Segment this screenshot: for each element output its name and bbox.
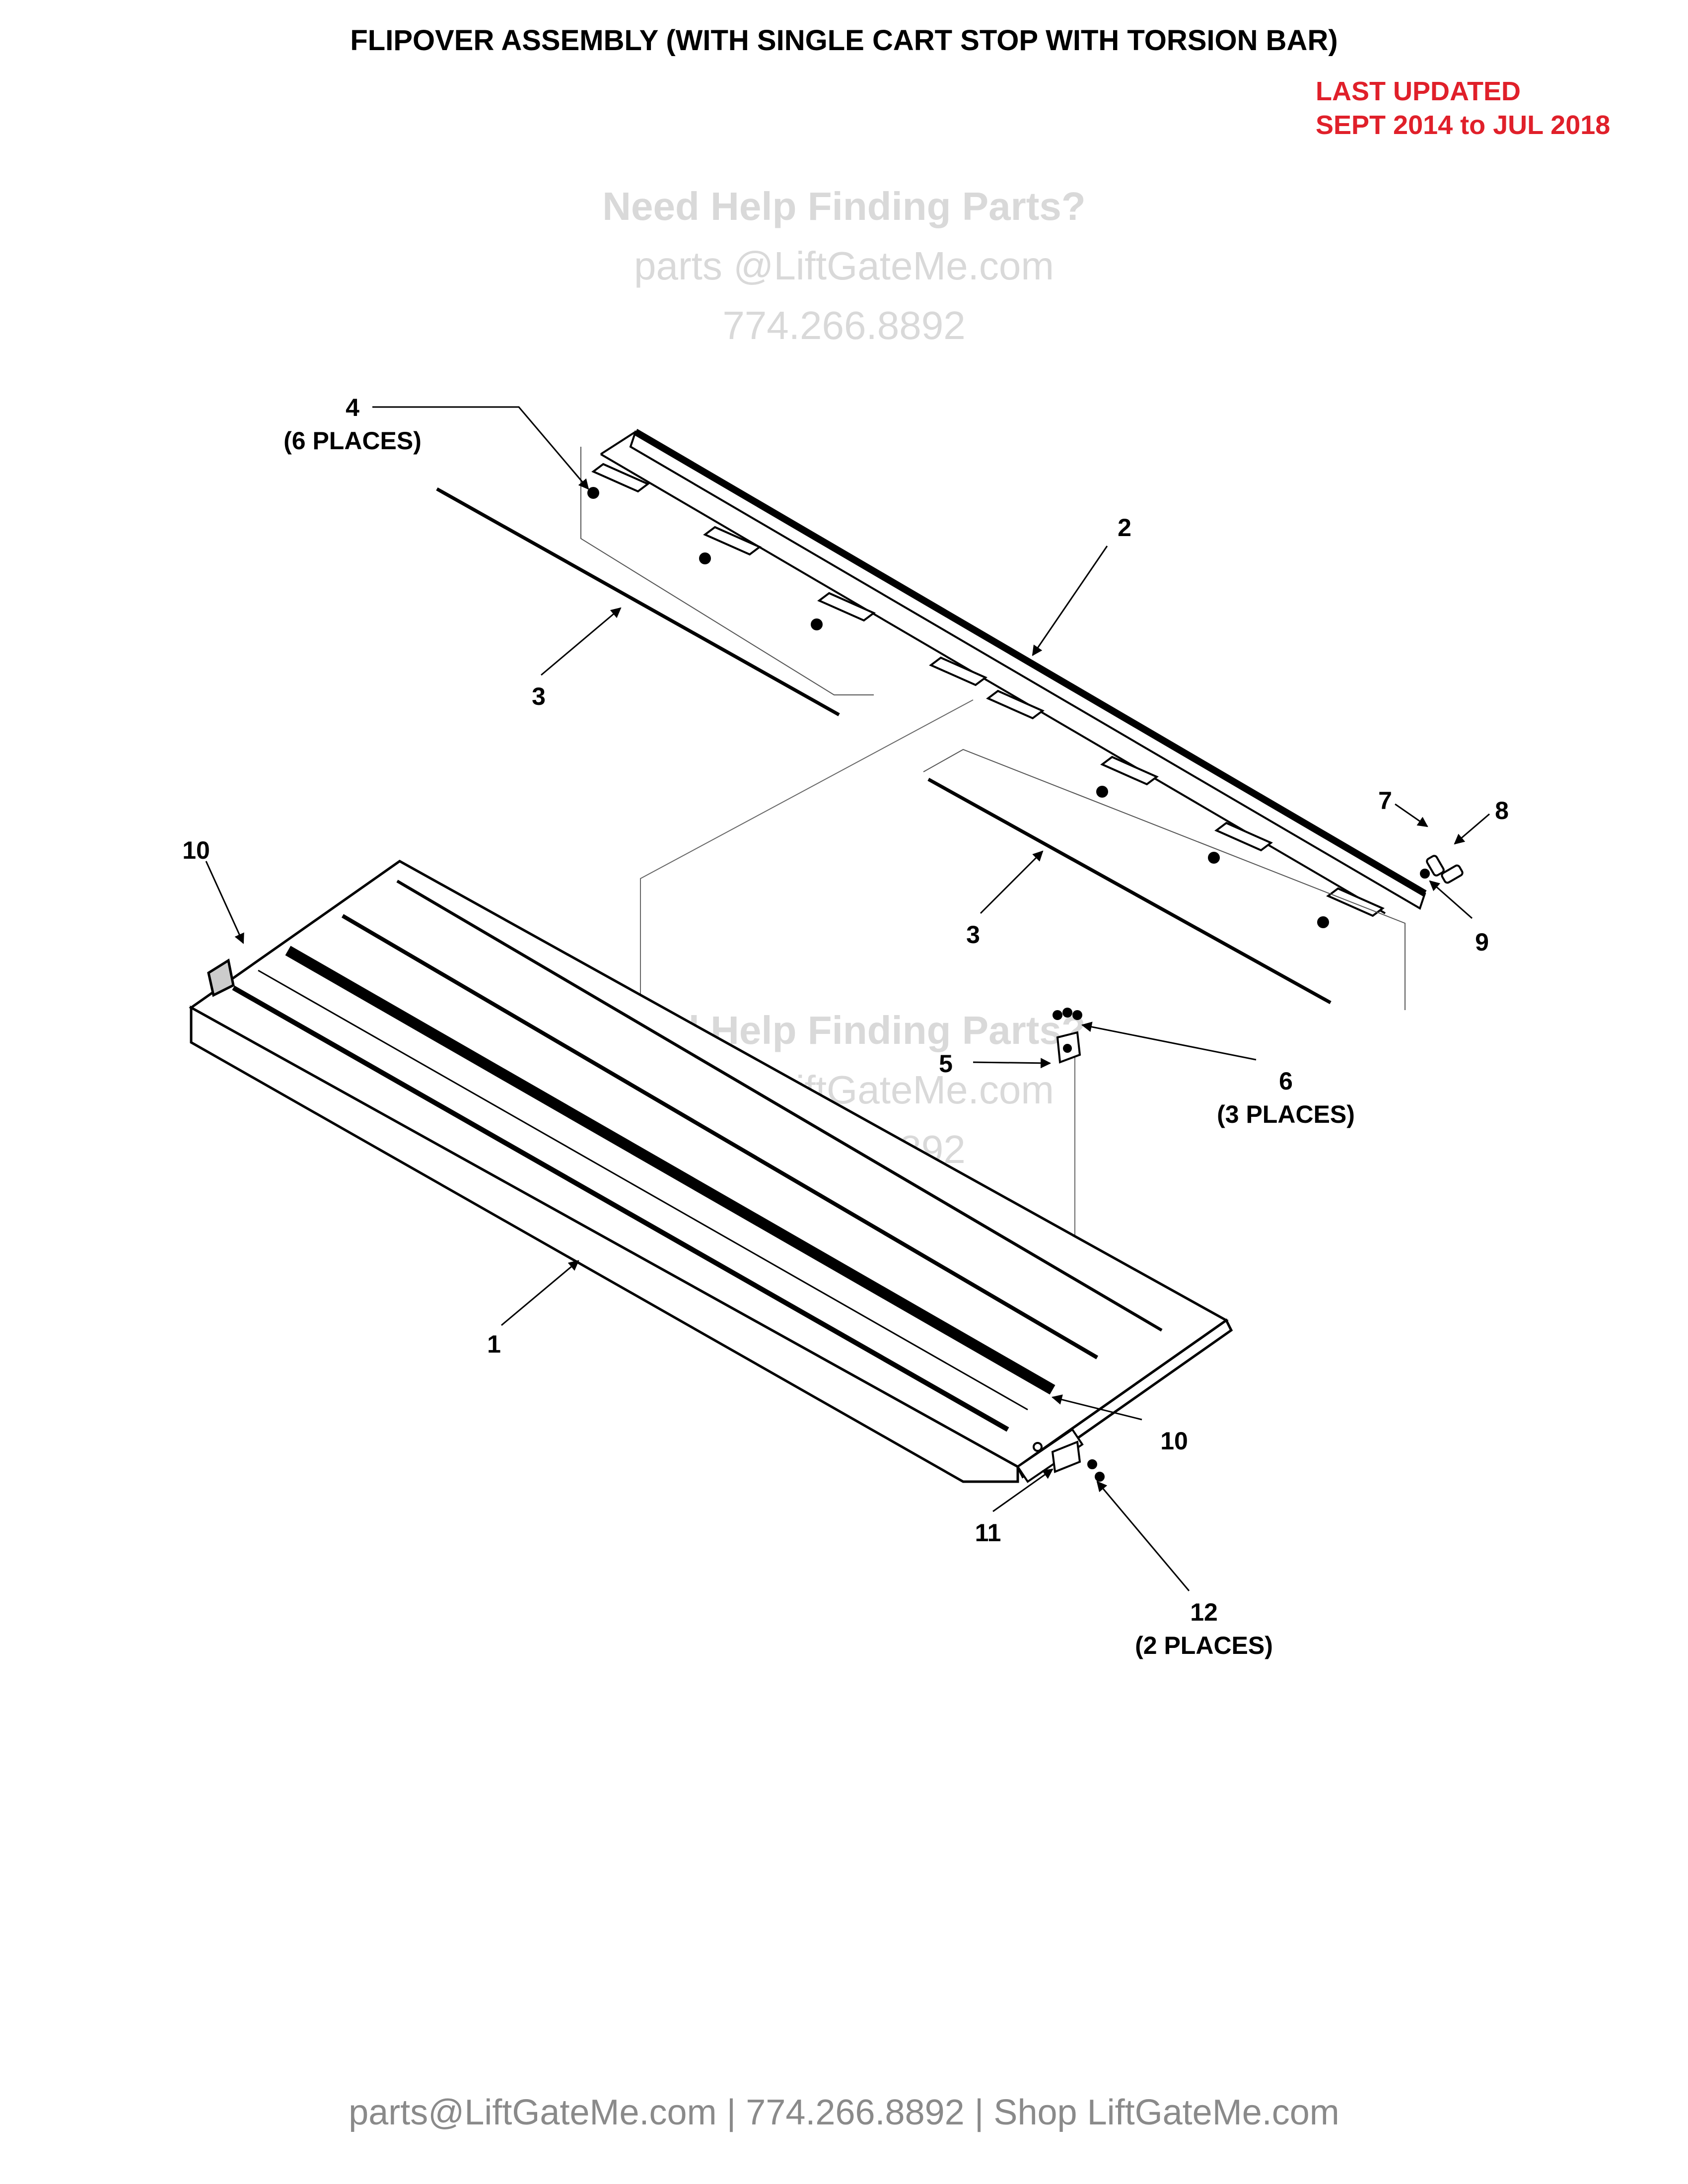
platform-ribs: [232, 880, 1163, 1432]
leader-4: [372, 406, 589, 490]
bracket-part-11: [1051, 1440, 1105, 1482]
hinge-rod-lower-part-3: [923, 749, 1406, 1010]
callout-5: 5: [939, 1050, 953, 1078]
callout-12: 12: [1190, 1598, 1218, 1626]
callout-6-places: (3 PLACES): [1217, 1100, 1355, 1128]
leader-11: [992, 1468, 1054, 1512]
callout-2: 2: [1118, 514, 1131, 542]
leader-12: [1096, 1481, 1190, 1591]
leader-7: [1395, 803, 1428, 827]
hinge-bolts-part-4: [587, 487, 1329, 928]
platform-side-plate: [1016, 1428, 1084, 1483]
hinge-rod-upper-part-3: [436, 447, 874, 717]
torsion-hardware-parts-7-8-9: [1420, 855, 1464, 884]
callout-11: 11: [975, 1519, 1001, 1547]
callout-labels: 4 (6 PLACES) 2 3 3 7 8 9 10 10 5 6 (3 PL…: [182, 394, 1509, 1659]
leader-3-lower: [980, 850, 1044, 914]
callout-7: 7: [1378, 787, 1392, 815]
leader-10-left: [205, 861, 244, 944]
callout-6: 6: [1279, 1067, 1293, 1095]
cart-stop-part-5: [1056, 1031, 1081, 1064]
hinge-bar-part-2: [600, 428, 1427, 914]
leader-9: [1429, 880, 1473, 919]
callout-9: 9: [1475, 928, 1489, 956]
callout-8: 8: [1495, 797, 1509, 824]
leader-1: [501, 1260, 579, 1326]
callout-4: 4: [346, 394, 359, 421]
watermark-email-top: parts @LiftGateMe.com: [634, 244, 1054, 288]
callout-12-places: (2 PLACES): [1135, 1632, 1273, 1659]
leader-3-upper: [541, 607, 622, 676]
watermark-help-top: Need Help Finding Parts?: [602, 184, 1086, 228]
leader-8: [1454, 813, 1490, 845]
callout-10-right: 10: [1160, 1427, 1188, 1455]
page-title: FLIPOVER ASSEMBLY (WITH SINGLE CART STOP…: [350, 24, 1338, 57]
last-updated-range: SEPT 2014 to JUL 2018: [1316, 110, 1611, 140]
callout-1: 1: [487, 1330, 501, 1358]
leader-5: [973, 1058, 1052, 1069]
last-updated-label: LAST UPDATED: [1316, 76, 1521, 106]
last-updated-note: LAST UPDATED SEPT 2014 to JUL 2018: [1316, 74, 1610, 142]
leader-10-right: [1051, 1394, 1142, 1421]
watermark-phone-top: 774.266.8892: [722, 303, 966, 347]
leader-lines: [205, 406, 1490, 1591]
callout-10-left: 10: [182, 836, 210, 864]
leader-6: [1081, 1022, 1257, 1061]
cart-stop-bolts-part-6: [1053, 1008, 1082, 1020]
leader-2: [1032, 546, 1108, 656]
callout-3-upper: 3: [532, 682, 546, 710]
callout-4-places: (6 PLACES): [283, 427, 422, 455]
callout-3-lower: 3: [966, 921, 980, 949]
hinge-tabs: [591, 463, 1385, 917]
footer-contact: parts@LiftGateMe.com | 774.266.8892 | Sh…: [349, 2093, 1339, 2132]
